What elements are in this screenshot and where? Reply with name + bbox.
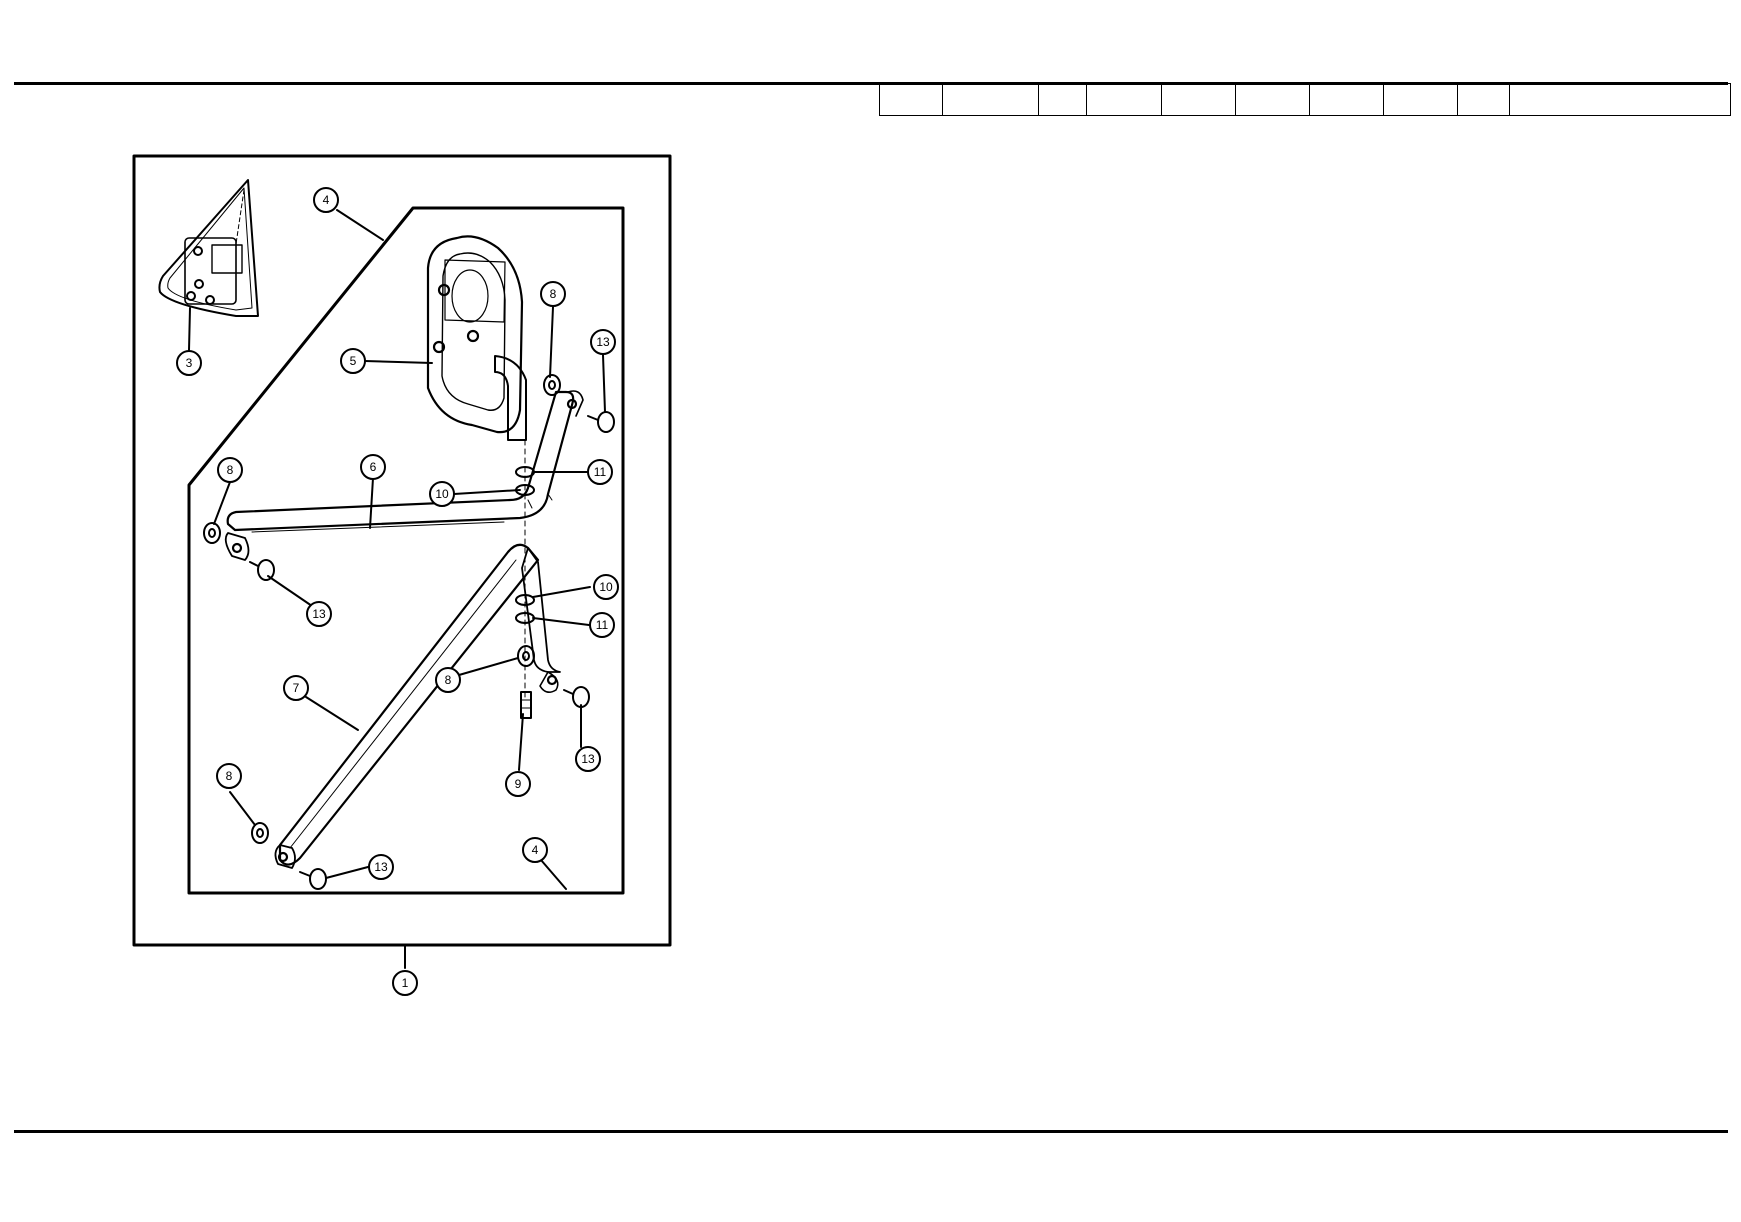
header-cell — [1235, 83, 1310, 116]
callout-8: 8 — [540, 281, 566, 307]
svg-text:11: 11 — [596, 618, 609, 632]
svg-text:13: 13 — [312, 607, 326, 621]
svg-text:9: 9 — [515, 777, 522, 791]
washer-8-d — [251, 822, 269, 844]
callout-8: 8 — [216, 763, 242, 789]
callout-11: 11 — [589, 612, 615, 638]
bolt-9 — [520, 691, 532, 719]
upper-arm-part — [224, 390, 584, 561]
screw-13-c — [563, 686, 590, 708]
callout-13: 13 — [368, 854, 394, 880]
callout-8: 8 — [217, 457, 243, 483]
svg-text:1: 1 — [402, 976, 409, 990]
screw-13-a — [587, 411, 615, 433]
svg-text:5: 5 — [350, 354, 357, 368]
assembly-frame — [132, 154, 672, 947]
header-cell — [1457, 83, 1510, 116]
callout-8: 8 — [435, 667, 461, 693]
svg-text:8: 8 — [445, 673, 452, 687]
callout-11: 11 — [587, 459, 613, 485]
svg-text:6: 6 — [370, 460, 377, 474]
header-cell — [1509, 83, 1731, 116]
svg-text:13: 13 — [581, 752, 595, 766]
header-cell — [879, 83, 943, 116]
callout-13: 13 — [590, 329, 616, 355]
svg-text:7: 7 — [293, 681, 300, 695]
washer-8-c — [517, 645, 535, 667]
callout-13: 13 — [575, 746, 601, 772]
callout-5: 5 — [340, 348, 366, 374]
screw-13-b — [249, 559, 275, 581]
header-cell — [1038, 83, 1087, 116]
svg-text:8: 8 — [226, 769, 233, 783]
svg-text:10: 10 — [435, 487, 449, 501]
svg-text:13: 13 — [596, 335, 610, 349]
washer-8-a — [543, 374, 561, 396]
callout-3: 3 — [176, 350, 202, 376]
svg-text:10: 10 — [599, 580, 613, 594]
screw-13-d — [299, 868, 327, 890]
callout-6: 6 — [360, 454, 386, 480]
sub-assembly-frame — [187, 206, 625, 895]
svg-text:3: 3 — [186, 356, 193, 370]
callout-10: 10 — [429, 481, 455, 507]
bottom-rule — [14, 1130, 1728, 1133]
header-table — [879, 83, 1731, 116]
svg-text:8: 8 — [550, 287, 557, 301]
top-rule — [14, 82, 1728, 85]
washer-8-b — [203, 522, 221, 544]
svg-text:11: 11 — [594, 465, 607, 479]
mirror-head-part — [426, 235, 527, 441]
header-cell — [1309, 83, 1384, 116]
callout-7: 7 — [283, 675, 309, 701]
callout-layer: 1 3 4 4 5 6 7 8 8 8 8 9 10 10 11 11 13 1… — [176, 187, 619, 996]
callout-13: 13 — [306, 601, 332, 627]
callout-4: 4 — [522, 837, 548, 863]
svg-text:4: 4 — [323, 193, 330, 207]
callout-4: 4 — [313, 187, 339, 213]
header-cell — [1383, 83, 1458, 116]
triangular-cover-part — [158, 179, 259, 317]
callout-1: 1 — [392, 970, 418, 996]
callout-10: 10 — [593, 574, 619, 600]
svg-text:4: 4 — [532, 843, 539, 857]
callout-9: 9 — [505, 771, 531, 797]
lower-arm-part — [274, 543, 561, 869]
svg-text:13: 13 — [374, 860, 388, 874]
leader-lines — [188, 209, 606, 969]
svg-text:8: 8 — [227, 463, 234, 477]
